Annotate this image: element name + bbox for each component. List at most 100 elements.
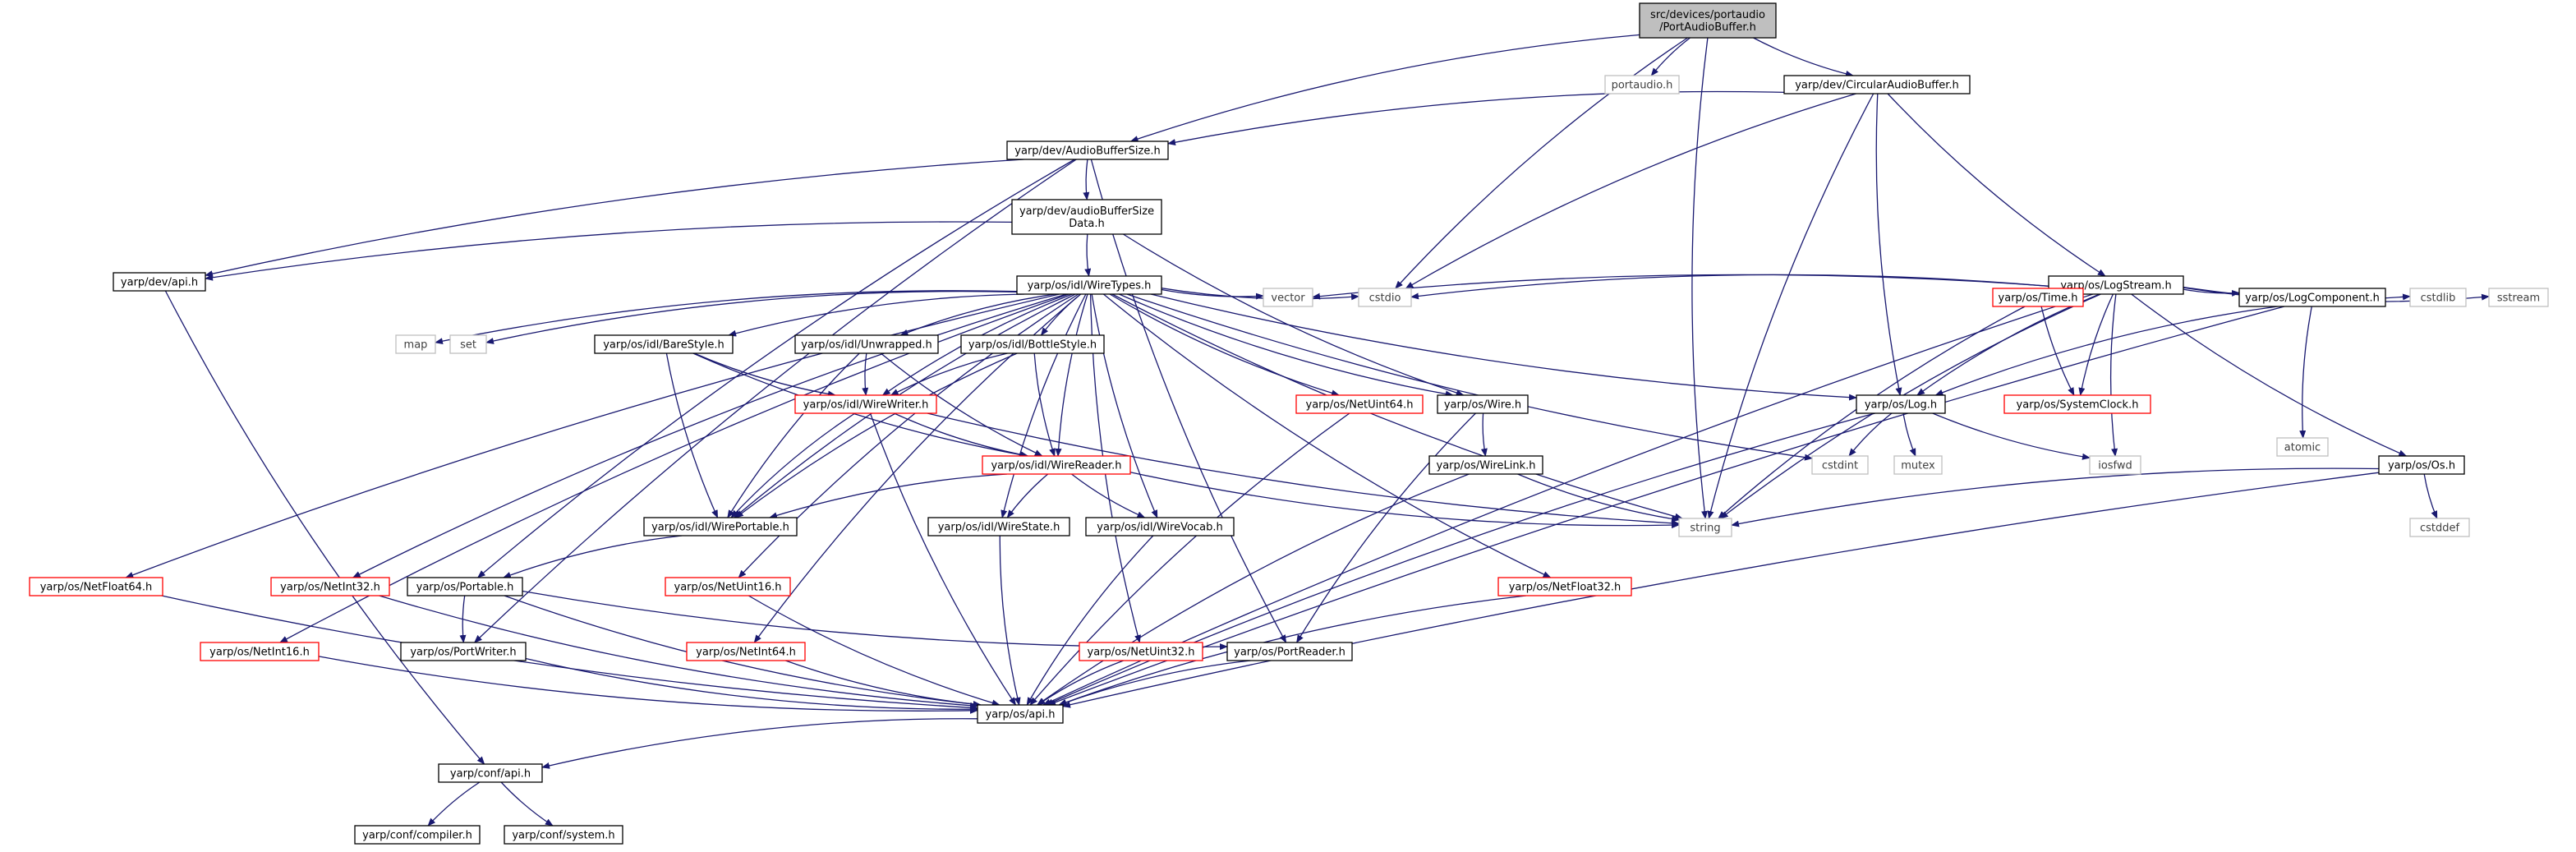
node-label: yarp/os/NetUint32.h [1088, 647, 1195, 659]
node-portwriter[interactable]: yarp/os/PortWriter.h [400, 642, 527, 661]
node-label: yarp/os/SystemClock.h [2017, 399, 2139, 412]
node-vector[interactable]: vector [1263, 288, 1313, 307]
edge-root-to-string [1691, 37, 1709, 519]
node-label: yarp/os/NetFloat64.h [40, 582, 153, 594]
node-circ[interactable]: yarp/dev/CircularAudioBuffer.h [1783, 75, 1971, 94]
edge-wirewriter-to-osapi [869, 412, 1017, 706]
node-devapi[interactable]: yarp/dev/api.h [113, 272, 206, 292]
node-box [270, 577, 390, 596]
edge-wire-to-portreader [1296, 412, 1476, 643]
node-map[interactable]: map [395, 334, 436, 354]
node-netuint64[interactable]: yarp/os/NetUint64.h [1295, 394, 1424, 414]
edge-wire-to-wirelink [1480, 412, 1488, 457]
edge-netint16-to-osapi [318, 656, 978, 714]
edge-os-to-string [1731, 467, 2380, 527]
node-netint64[interactable]: yarp/os/NetInt64.h [686, 642, 806, 661]
node-sysclock[interactable]: yarp/os/SystemClock.h [2003, 394, 2151, 414]
node-bottlestyle[interactable]: yarp/os/idl/BottleStyle.h [960, 334, 1105, 354]
node-label: yarp/os/idl/WirePortable.h [651, 522, 789, 534]
node-label: mutex [1901, 460, 1935, 472]
node-box [438, 763, 543, 783]
node-atomic[interactable]: atomic [2276, 437, 2329, 457]
edge-wiretypes-to-barestyle [728, 293, 1024, 337]
node-wirewriter[interactable]: yarp/os/idl/WireWriter.h [794, 394, 937, 414]
edge-netuint16-to-osapi [748, 595, 1000, 707]
node-osapi[interactable]: yarp/os/api.h [977, 704, 1064, 724]
node-log[interactable]: yarp/os/Log.h [1856, 394, 1946, 414]
edge-wiretypes-to-log [1150, 293, 1857, 401]
node-iosfwd[interactable]: iosfwd [2089, 455, 2141, 475]
node-wirevocab[interactable]: yarp/os/idl/WireVocab.h [1085, 517, 1235, 537]
node-box [1358, 288, 1412, 307]
node-label: vector [1271, 292, 1305, 305]
node-label: yarp/os/Wire.h [1444, 399, 1521, 412]
node-box [1011, 199, 1162, 235]
node-wirereader[interactable]: yarp/os/idl/WireReader.h [982, 455, 1131, 475]
node-label: map [404, 339, 428, 352]
node-cstdint[interactable]: cstdint [1811, 455, 1869, 475]
node-wire[interactable]: yarp/os/Wire.h [1437, 394, 1529, 414]
node-wireportable[interactable]: yarp/os/idl/WirePortable.h [643, 517, 798, 537]
node-box [2409, 518, 2470, 537]
node-compiler[interactable]: yarp/conf/compiler.h [354, 825, 481, 845]
node-portable[interactable]: yarp/os/Portable.h [407, 577, 523, 596]
node-label: set [460, 339, 476, 352]
node-barestyle[interactable]: yarp/os/idl/BareStyle.h [594, 334, 734, 354]
node-box [1992, 288, 2084, 307]
node-wiretypes[interactable]: yarp/os/idl/WireTypes.h [1016, 275, 1162, 295]
edge-portable-to-portreader [522, 590, 1228, 651]
node-netuint16[interactable]: yarp/os/NetUint16.h [665, 577, 791, 596]
edge-circ-to-cstdio [1405, 93, 1856, 289]
node-box [200, 642, 320, 661]
edge-log-to-cstdint [1848, 412, 1893, 457]
node-absize[interactable]: yarp/dev/AudioBufferSize.h [1006, 140, 1169, 160]
edge-os-to-cstddef [2423, 473, 2438, 519]
edge-circ-to-absize [1167, 90, 1785, 146]
node-label: yarp/dev/api.h [121, 277, 198, 289]
node-root[interactable]: src/devices/portaudio/PortAudioBuffer.h [1639, 2, 1777, 39]
edge-logstream-to-iosfwd [2109, 293, 2118, 457]
node-os[interactable]: yarp/os/Os.h [2378, 455, 2465, 475]
node-cstdio[interactable]: cstdio [1358, 288, 1412, 307]
edge-logcomp-to-log [1934, 306, 2278, 396]
node-label: cstdint [1822, 460, 1858, 472]
node-cstdlib[interactable]: cstdlib [2409, 288, 2467, 307]
node-portreader[interactable]: yarp/os/PortReader.h [1226, 642, 1353, 661]
edge-absize-to-portable [476, 159, 1075, 578]
node-wirestate[interactable]: yarp/os/idl/WireState.h [927, 517, 1070, 537]
node-label: cstdlib [2421, 292, 2456, 305]
node-confapi[interactable]: yarp/conf/api.h [438, 763, 543, 783]
node-label: yarp/os/NetInt64.h [696, 647, 796, 659]
edge-wiretypes-to-set [485, 290, 1018, 344]
node-system[interactable]: yarp/conf/system.h [504, 825, 623, 845]
node-string[interactable]: string [1678, 518, 1732, 537]
edge-log-to-iosfwd [1932, 412, 2091, 460]
node-box [400, 642, 527, 661]
node-time[interactable]: yarp/os/Time.h [1992, 288, 2084, 307]
node-netfloat32[interactable]: yarp/os/NetFloat32.h [1497, 577, 1632, 596]
node-box [982, 455, 1131, 475]
node-box [927, 517, 1070, 537]
edge-logstream-to-log [1916, 293, 2100, 396]
node-netuint32[interactable]: yarp/os/NetUint32.h [1079, 642, 1203, 661]
node-sstream[interactable]: sstream [2488, 288, 2549, 307]
node-netint32[interactable]: yarp/os/NetInt32.h [270, 577, 390, 596]
node-label: yarp/os/Os.h [2388, 460, 2455, 472]
node-portaudio[interactable]: portaudio.h [1604, 75, 1680, 94]
node-mutex[interactable]: mutex [1893, 455, 1943, 475]
node-netint16[interactable]: yarp/os/NetInt16.h [200, 642, 320, 661]
node-label: yarp/conf/system.h [512, 830, 614, 842]
node-netfloat64[interactable]: yarp/os/NetFloat64.h [29, 577, 163, 596]
node-cstddef[interactable]: cstddef [2409, 518, 2470, 537]
node-box [1263, 288, 1313, 307]
node-wirelink[interactable]: yarp/os/WireLink.h [1428, 455, 1543, 475]
node-set[interactable]: set [449, 334, 487, 354]
node-unwrapped[interactable]: yarp/os/idl/Unwrapped.h [794, 334, 939, 354]
edge-wiretypes-to-netint32 [352, 293, 1067, 578]
node-box [354, 825, 481, 845]
edge-logcomp-to-atomic [2299, 306, 2312, 439]
node-logcomp[interactable]: yarp/os/LogComponent.h [2238, 288, 2386, 307]
node-label: yarp/os/NetFloat32.h [1509, 582, 1622, 594]
edge-unwrapped-to-wirewriter [862, 352, 869, 396]
